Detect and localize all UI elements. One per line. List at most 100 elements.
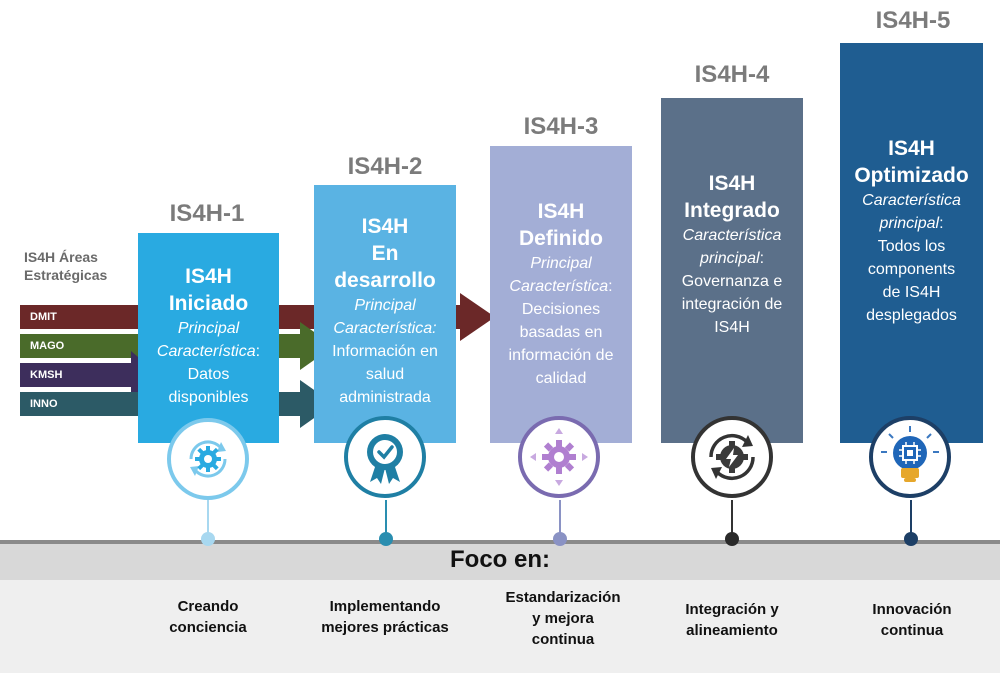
level-desc-3d: calidad — [535, 370, 587, 387]
level-char-3b: Característica — [509, 278, 609, 295]
level-char-5-colon: : — [939, 215, 944, 232]
level-char-1a: Principal — [177, 320, 240, 337]
timeline-dot-2 — [379, 532, 393, 546]
level-code-3: IS4H-3 — [523, 113, 599, 140]
area-arrow-inno-head — [278, 380, 334, 428]
level-subtitle-3: Definido — [519, 227, 603, 250]
focus-item-2-line1: Implementando — [329, 598, 441, 615]
stem-3 — [559, 500, 561, 536]
level-char-2b: Característica: — [333, 320, 437, 337]
focus-item-1-line2: conciencia — [169, 619, 247, 636]
level-subtitle-1: Iniciado — [168, 292, 249, 315]
level-desc-5c: de IS4H — [882, 284, 941, 301]
level-code-1: IS4H-1 — [169, 200, 245, 227]
level-desc-3c: información de — [508, 347, 614, 364]
focus-item-5-line1: Innovación — [872, 601, 952, 618]
level-char-3a: Principal — [530, 255, 592, 272]
level-desc-1a: Datos — [187, 366, 230, 383]
level-desc-4c: IS4H — [714, 319, 750, 336]
level-code-4: IS4H-4 — [694, 61, 770, 88]
timeline-dot-3 — [553, 532, 567, 546]
level-desc-2c: administrada — [339, 389, 431, 406]
area-label-kmsh: KMSH — [30, 369, 63, 381]
level-subtitle-2a: En — [371, 242, 399, 265]
level-icon-circle-5 — [869, 416, 951, 498]
gear-arrows-icon — [530, 428, 588, 486]
level-icon-circle-1 — [167, 418, 249, 500]
level-title-3: IS4H — [537, 200, 585, 223]
stem-5 — [910, 500, 912, 536]
stem-1 — [207, 500, 209, 536]
level-char-5b: principal — [879, 215, 940, 232]
level-char-4-colon: : — [759, 250, 765, 267]
level-desc-3a: Decisiones — [521, 301, 601, 318]
focus-item-2-line2: mejores prácticas — [321, 619, 449, 636]
level-char-2a: Principal — [354, 297, 416, 314]
level-desc-1b: disponibles — [168, 389, 249, 406]
focus-item-5: Innovación continua — [827, 599, 997, 641]
award-badge-icon — [367, 434, 403, 484]
level-desc-5a: Todos los — [877, 238, 946, 255]
level-desc-5b: components — [867, 261, 956, 278]
level-char-4a: Característica — [682, 227, 782, 244]
level-title-1: IS4H — [185, 265, 232, 288]
area-label-dmit: DMIT — [30, 311, 57, 323]
timeline-dot-1 — [201, 532, 215, 546]
level-char-5a: Característica — [862, 192, 961, 209]
focus-item-3: Estandarización y mejora continua — [478, 587, 648, 650]
stem-4 — [731, 500, 733, 536]
focus-band — [0, 540, 1000, 580]
level-desc-2a: Información en — [332, 343, 438, 360]
lightbulb-chip-icon — [881, 426, 939, 482]
level-subtitle-2b: desarrollo — [334, 269, 436, 292]
level-box-1: IS4H Iniciado Principal Característica: … — [138, 233, 279, 443]
level-char-1-colon: : — [255, 343, 261, 360]
focus-item-4-line1: Integración y — [685, 601, 779, 618]
level-subtitle-5: Optimizado — [854, 164, 969, 187]
focus-item-3-line1: Estandarización — [505, 589, 621, 606]
gear-cycle-icon — [189, 440, 227, 478]
level-char-3-colon: : — [608, 278, 613, 295]
level-subtitle-4: Integrado — [684, 199, 780, 222]
area-arrow-dmit-head — [460, 293, 495, 341]
focus-items-area — [0, 580, 1000, 673]
area-arrow-mago — [278, 322, 334, 370]
strategic-areas-title: IS4H Áreas Estratégicas — [24, 248, 107, 284]
level-code-2: IS4H-2 — [347, 153, 423, 180]
area-arrow-inno — [278, 380, 334, 428]
strategic-areas-title-line2: Estratégicas — [24, 267, 108, 283]
level-box-5: IS4H Optimizado Característica principal… — [840, 43, 983, 443]
level-icon-circle-2 — [344, 416, 426, 498]
level-title-4: IS4H — [708, 172, 756, 195]
timeline-dot-5 — [904, 532, 918, 546]
level-title-5: IS4H — [888, 137, 935, 160]
level-desc-5d: desplegados — [866, 307, 957, 324]
stem-2 — [385, 500, 387, 536]
focus-item-2: Implementando mejores prácticas — [300, 596, 470, 638]
level-desc-3b: basadas en — [519, 324, 603, 341]
area-label-mago: MAGO — [30, 340, 65, 352]
level-box-2: IS4H En desarrollo Principal Característ… — [314, 185, 456, 443]
gear-lightning-icon — [709, 433, 755, 481]
area-arrow-mago-head — [278, 322, 334, 370]
focus-item-1: Creando conciencia — [123, 596, 293, 638]
level-desc-2b: salud — [365, 366, 405, 383]
level-char-4b: principal — [699, 250, 760, 267]
focus-item-4-line2: alineamiento — [686, 622, 778, 639]
area-bar-kmsh: KMSH — [20, 363, 135, 387]
level-code-5: IS4H-5 — [875, 7, 951, 34]
focus-item-4: Integración y alineamiento — [647, 599, 817, 641]
level-icon-circle-4 — [691, 416, 773, 498]
level-desc-4a: Governanza e — [681, 273, 783, 290]
timeline-dot-4 — [725, 532, 739, 546]
level-icon-circle-3 — [518, 416, 600, 498]
level-desc-4b: integración de — [681, 296, 783, 313]
level-box-4: IS4H Integrado Característica principal:… — [661, 98, 803, 443]
area-label-inno: INNO — [30, 398, 58, 410]
focus-title: Foco en: — [450, 546, 550, 573]
focus-item-5-line2: continua — [880, 622, 944, 639]
level-char-1b: Característica — [156, 343, 256, 360]
focus-item-3-line3: continua — [531, 631, 595, 648]
strategic-areas-title-line1: IS4H Áreas — [24, 249, 98, 265]
focus-item-3-line2: y mejora — [532, 610, 594, 627]
